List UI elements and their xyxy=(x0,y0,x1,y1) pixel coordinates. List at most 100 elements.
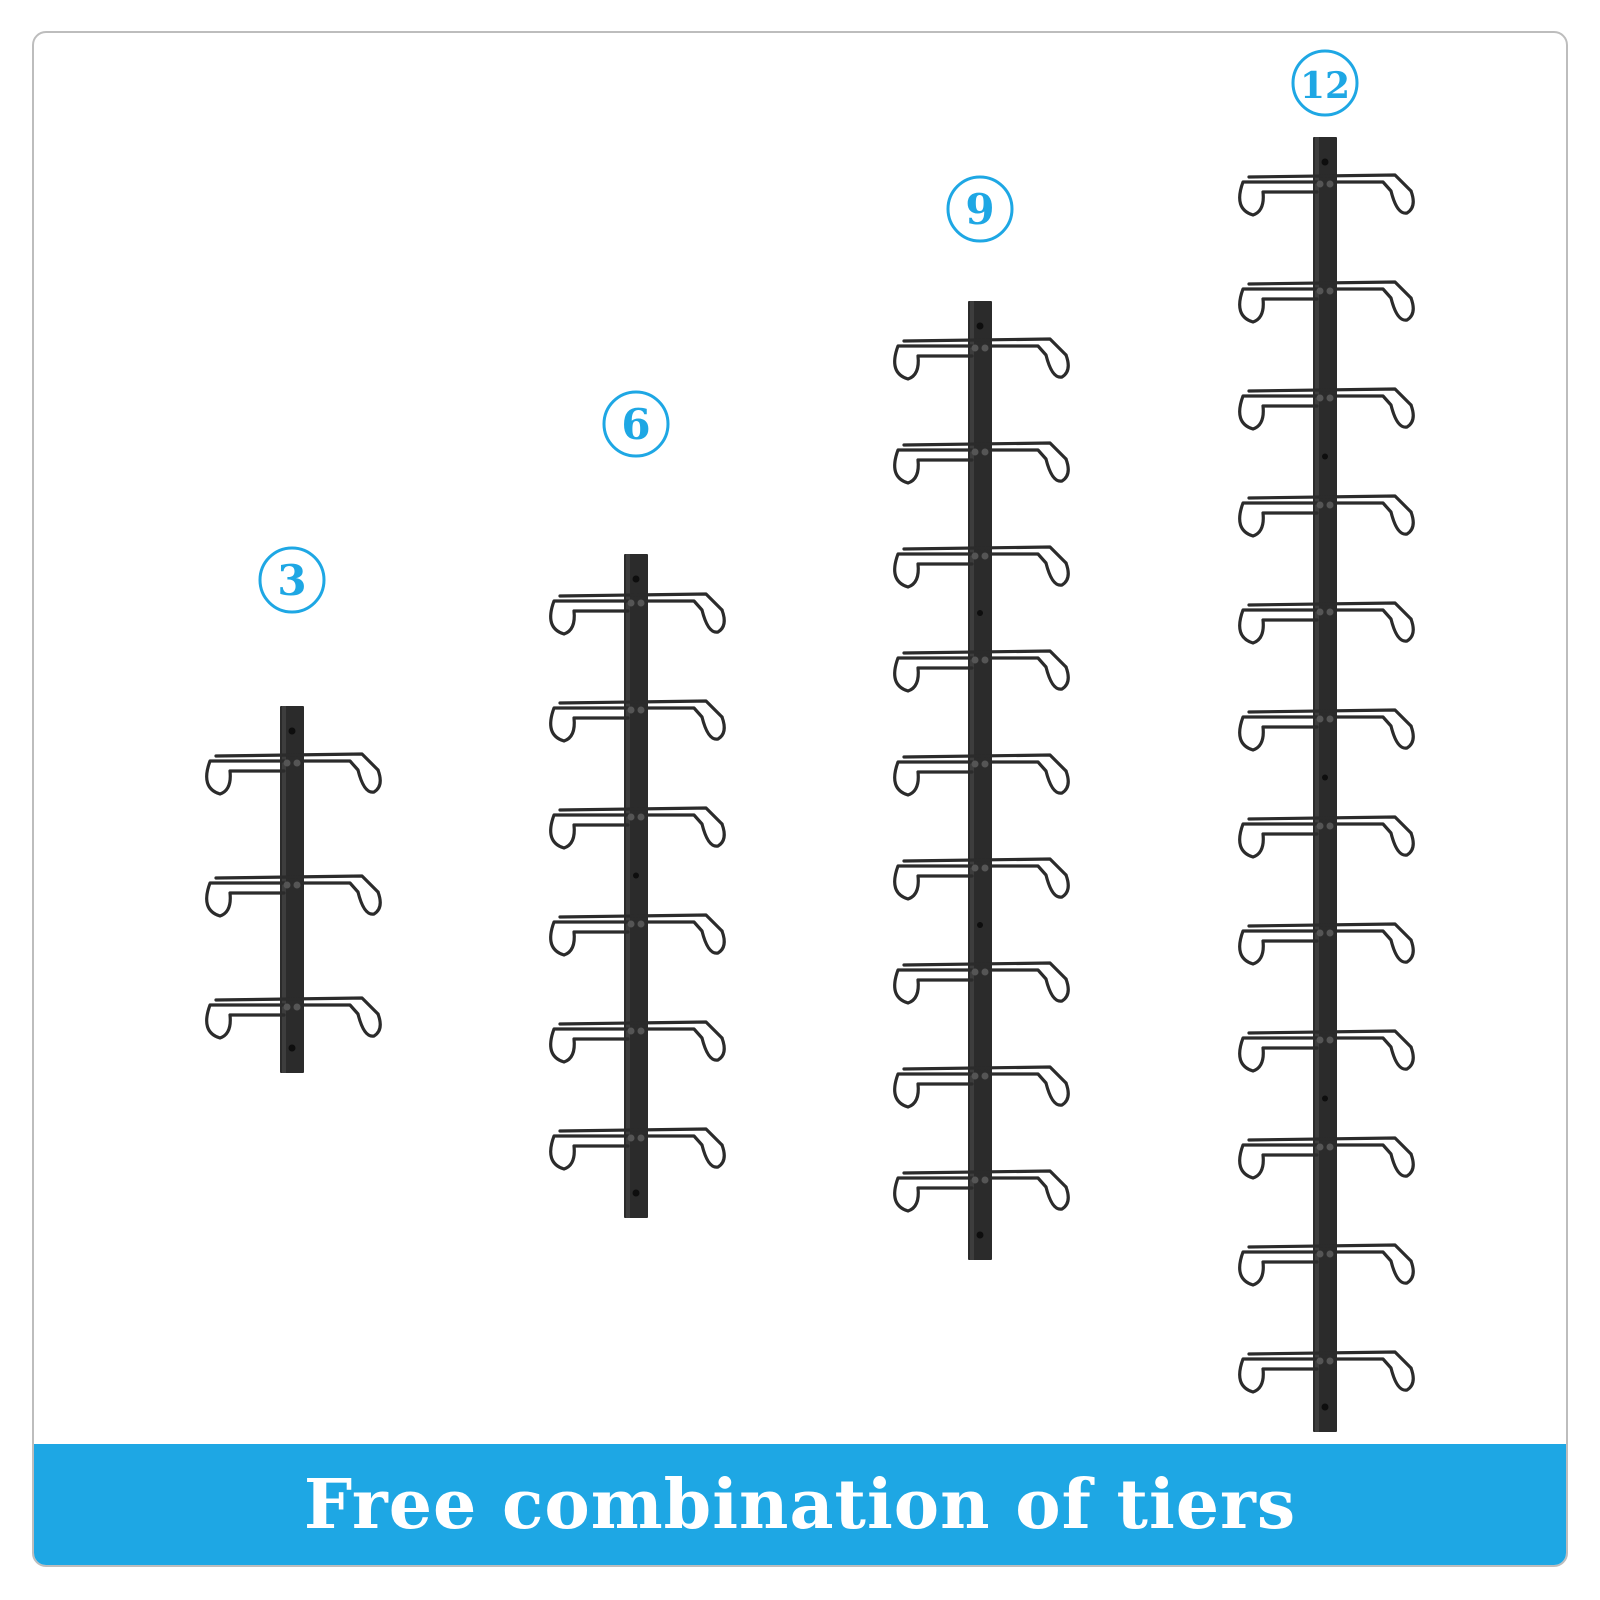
bolt xyxy=(1316,1357,1324,1365)
bolt xyxy=(981,1176,989,1184)
tier-count-badge: 3 xyxy=(258,546,326,614)
bolt xyxy=(1326,1143,1334,1151)
badge-circle xyxy=(1291,49,1359,117)
wine-rack-12-tier: 12 xyxy=(1238,49,1415,1432)
screw-hole xyxy=(1322,1095,1328,1102)
bolt xyxy=(627,599,635,607)
screw-hole xyxy=(1322,774,1328,781)
bolt xyxy=(971,344,979,352)
bolt xyxy=(981,1072,989,1080)
bolt xyxy=(1316,1250,1324,1258)
bolt xyxy=(627,813,635,821)
bar-highlight xyxy=(282,706,286,1073)
screw-hole xyxy=(1321,158,1329,166)
bolt xyxy=(981,864,989,872)
bottle-holder-1 xyxy=(205,752,382,796)
bolt xyxy=(1316,608,1324,616)
bolt xyxy=(627,920,635,928)
tier-count-label: 6 xyxy=(621,400,650,449)
bolt xyxy=(637,920,645,928)
bolt xyxy=(627,706,635,714)
screw-hole xyxy=(288,1044,296,1052)
screw-hole xyxy=(976,322,984,330)
bolt xyxy=(1316,501,1324,509)
bolt xyxy=(1326,715,1334,723)
bottle-holder-6 xyxy=(893,857,1070,901)
screw-hole xyxy=(288,727,296,735)
bottle-holder-4 xyxy=(549,913,726,957)
bolt xyxy=(971,448,979,456)
bar-highlight xyxy=(1315,137,1319,1432)
screw-hole xyxy=(633,872,639,879)
bottle-holder-10 xyxy=(1238,1136,1415,1180)
bolt xyxy=(637,599,645,607)
tier-count-label: 9 xyxy=(965,185,994,234)
bolt xyxy=(981,968,989,976)
screw-hole xyxy=(976,1231,984,1239)
bolt xyxy=(1316,287,1324,295)
bolt xyxy=(283,881,291,889)
bottle-holder-7 xyxy=(1238,815,1415,859)
bolt xyxy=(637,706,645,714)
bolt xyxy=(637,1027,645,1035)
bolt xyxy=(1316,394,1324,402)
badge-circle xyxy=(258,546,326,614)
bolt xyxy=(283,1003,291,1011)
wine-rack-9-tier: 9 xyxy=(893,175,1070,1260)
bolt xyxy=(627,1134,635,1142)
bolt xyxy=(627,1027,635,1035)
bolt xyxy=(1316,715,1324,723)
bottle-holder-1 xyxy=(549,592,726,636)
bottle-holder-4 xyxy=(1238,494,1415,538)
bolt xyxy=(981,760,989,768)
bottle-holder-5 xyxy=(1238,601,1415,645)
bottle-holder-8 xyxy=(893,1065,1070,1109)
bolt xyxy=(981,448,989,456)
bolt xyxy=(971,656,979,664)
bottle-holder-11 xyxy=(1238,1243,1415,1287)
bolt xyxy=(1316,1036,1324,1044)
bolt xyxy=(1326,1357,1334,1365)
bolt xyxy=(1316,1143,1324,1151)
bolt xyxy=(981,656,989,664)
bolt xyxy=(971,760,979,768)
bottle-holder-3 xyxy=(549,806,726,850)
bottle-holder-6 xyxy=(549,1127,726,1171)
bolt xyxy=(1316,822,1324,830)
tier-count-badge: 6 xyxy=(602,390,670,458)
bottle-holder-12 xyxy=(1238,1350,1415,1394)
bar-highlight xyxy=(970,301,974,1260)
bolt xyxy=(971,1072,979,1080)
bottle-holder-9 xyxy=(893,1169,1070,1213)
bottle-holder-3 xyxy=(205,996,382,1040)
badge-circle xyxy=(602,390,670,458)
bolt xyxy=(1326,822,1334,830)
bottle-holder-2 xyxy=(1238,280,1415,324)
bolt xyxy=(971,1176,979,1184)
bolt xyxy=(1326,929,1334,937)
wine-rack-6-tier: 6 xyxy=(549,390,726,1218)
screw-hole xyxy=(1322,453,1328,460)
bottle-holder-7 xyxy=(893,961,1070,1005)
tier-count-label: 12 xyxy=(1300,65,1350,107)
bottle-holder-5 xyxy=(549,1020,726,1064)
bolt xyxy=(981,552,989,560)
tier-count-label: 3 xyxy=(277,556,306,605)
bottle-holder-1 xyxy=(1238,173,1415,217)
screw-hole xyxy=(977,922,983,928)
bolt xyxy=(981,344,989,352)
bolt xyxy=(1326,394,1334,402)
bolt xyxy=(637,1134,645,1142)
bolt xyxy=(1326,501,1334,509)
bolt xyxy=(971,968,979,976)
bottle-holder-6 xyxy=(1238,708,1415,752)
bolt xyxy=(1326,180,1334,188)
bottle-holder-5 xyxy=(893,753,1070,797)
bolt xyxy=(283,759,291,767)
bar-highlight xyxy=(626,554,630,1218)
bottle-holder-9 xyxy=(1238,1029,1415,1073)
bolt xyxy=(1326,608,1334,616)
bolt xyxy=(971,552,979,560)
bolt xyxy=(1326,287,1334,295)
